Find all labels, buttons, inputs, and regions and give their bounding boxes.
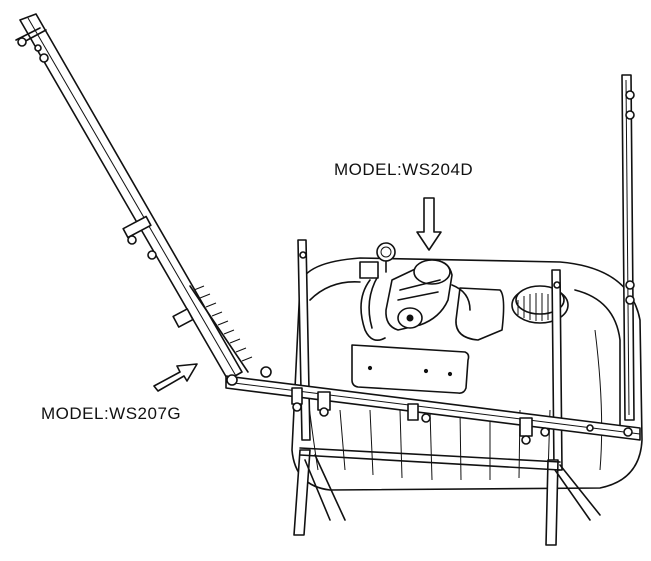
left-boom (15, 13, 272, 381)
model-label-left: MODEL:WS207G (41, 404, 182, 423)
model-label-top: MODEL:WS204D (334, 160, 474, 179)
pressure-gauge (376, 242, 396, 262)
horizontal-boom (225, 374, 641, 445)
tank-front-panel (351, 344, 470, 394)
arrow-down-top (416, 197, 442, 251)
boom-spring (189, 285, 249, 373)
tank (291, 257, 643, 491)
pump (359, 242, 471, 341)
boom-nozzles (291, 387, 633, 445)
arrow-left-boom (153, 363, 198, 392)
